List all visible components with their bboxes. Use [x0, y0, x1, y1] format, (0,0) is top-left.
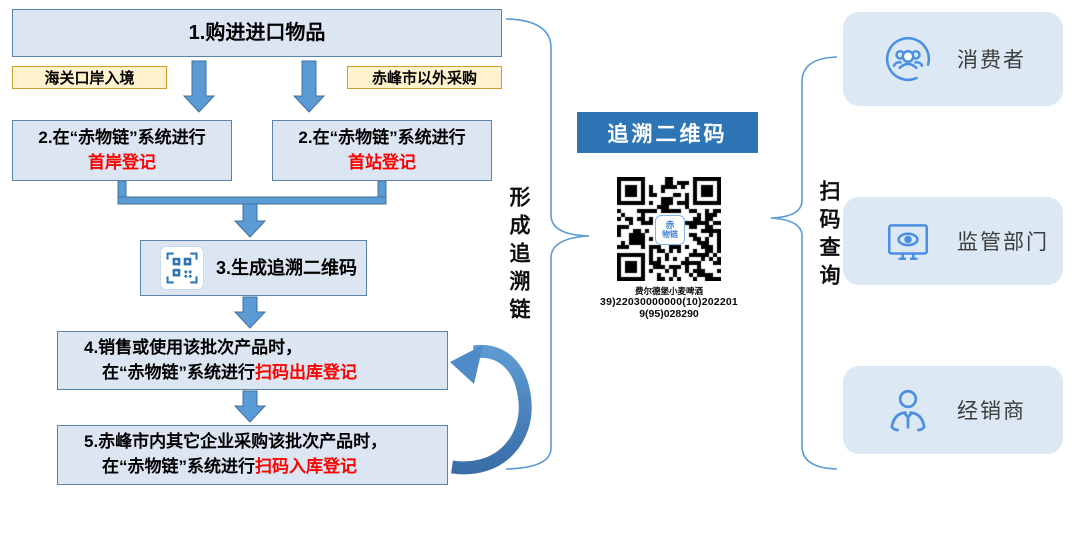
tag-customs-entry: 海关口岸入境 — [12, 66, 167, 89]
step4-line2: 在“赤物链”系统进行扫码出库登记 — [58, 361, 447, 386]
qr-logo-text-2: 物链 — [662, 229, 678, 239]
consumers-group-icon — [885, 36, 931, 82]
step2b-red-label: 首站登记 — [348, 152, 416, 172]
step3-label: 3.生成追溯二维码 — [215, 257, 357, 278]
qr-code-block: 赤 物链 — [617, 177, 721, 281]
step5-line2: 在“赤物链”系统进行扫码入库登记 — [58, 455, 447, 480]
loop-arrow-arc — [451, 344, 532, 475]
qr-caption-product-name: 费尔德堡小麦啤酒 — [634, 286, 703, 296]
step2a-line1: 2.在“赤物链”系统进行 — [38, 127, 206, 147]
qr-caption-code-line1: 39)22030000000(10)202201 — [600, 296, 738, 309]
step5-box: 5.赤峰市内其它企业采购该批次产品时， 在“赤物链”系统进行扫码入库登记 — [57, 425, 448, 485]
person-tie-icon — [890, 389, 926, 432]
step2b-line1: 2.在“赤物链”系统进行 — [298, 127, 466, 147]
arrow-step1-to-step2b — [292, 60, 326, 113]
step5-red-label: 扫码入库登记 — [255, 457, 357, 476]
merge-line-left — [117, 180, 127, 204]
step3-box: 3.生成追溯二维码 — [140, 240, 367, 296]
tag-outside-purchase-label: 赤峰市以外采购 — [371, 70, 477, 87]
loop-arrow-head — [450, 345, 483, 384]
merge-line-horizontal — [117, 196, 387, 205]
role-distributor-label: 经销商 — [957, 400, 1026, 423]
step2a-box: 2.在“赤物链”系统进行 首岸登记 — [12, 120, 232, 181]
qr-code-icon — [166, 252, 198, 284]
qr-logo-text-1: 赤 — [665, 220, 675, 231]
role-regulator-label: 监管部门 — [957, 231, 1049, 254]
step4-red-label: 扫码出库登记 — [255, 362, 357, 382]
qr-caption-code-line2: 9(95)028290 — [639, 308, 699, 321]
arrow-merge-to-step3 — [233, 203, 267, 238]
step2a-red-label: 首岸登记 — [88, 152, 156, 172]
qr-center-logo: 赤 物链 — [655, 215, 685, 245]
step1-box: 1.购进进口物品 — [12, 9, 502, 57]
qr-caption: 费尔德堡小麦啤酒 39)22030000000(10)202201 9(95)0… — [567, 286, 771, 321]
arrow-step3-to-step4 — [233, 296, 267, 329]
arrow-step1-to-step2a — [182, 60, 216, 113]
role-box-consumer: 消费者 — [843, 12, 1063, 106]
step4-box: 4.销售或使用该批次产品时， 在“赤物链”系统进行扫码出库登记 — [57, 331, 448, 390]
tag-customs-entry-label: 海关口岸入境 — [44, 70, 135, 87]
arrow-step4-to-step5 — [233, 390, 267, 423]
step1-label: 1.购进进口物品 — [188, 21, 326, 44]
step4-line1: 4.销售或使用该批次产品时， — [84, 337, 303, 357]
scan-code-query-label: 扫码查询 — [817, 180, 840, 292]
qr-section-title: 追溯二维码 — [577, 112, 758, 153]
monitor-eye-icon — [888, 224, 928, 260]
role-box-regulator: 监管部门 — [843, 197, 1063, 285]
tag-outside-purchase: 赤峰市以外采购 — [347, 66, 502, 89]
step5-line1: 5.赤峰市内其它企业采购该批次产品时， — [84, 432, 388, 452]
step2b-box: 2.在“赤物链”系统进行 首站登记 — [272, 120, 492, 181]
qr-mini-badge — [159, 246, 204, 290]
role-consumer-label: 消费者 — [957, 49, 1026, 72]
role-box-distributor: 经销商 — [843, 366, 1063, 454]
forming-trace-chain-label: 形成追溯链 — [507, 186, 530, 326]
step4-line2-prefix: 在“赤物链”系统进行 — [102, 362, 255, 382]
step5-line2-prefix: 在“赤物链”系统进行 — [102, 457, 255, 476]
merge-line-right — [377, 180, 387, 204]
